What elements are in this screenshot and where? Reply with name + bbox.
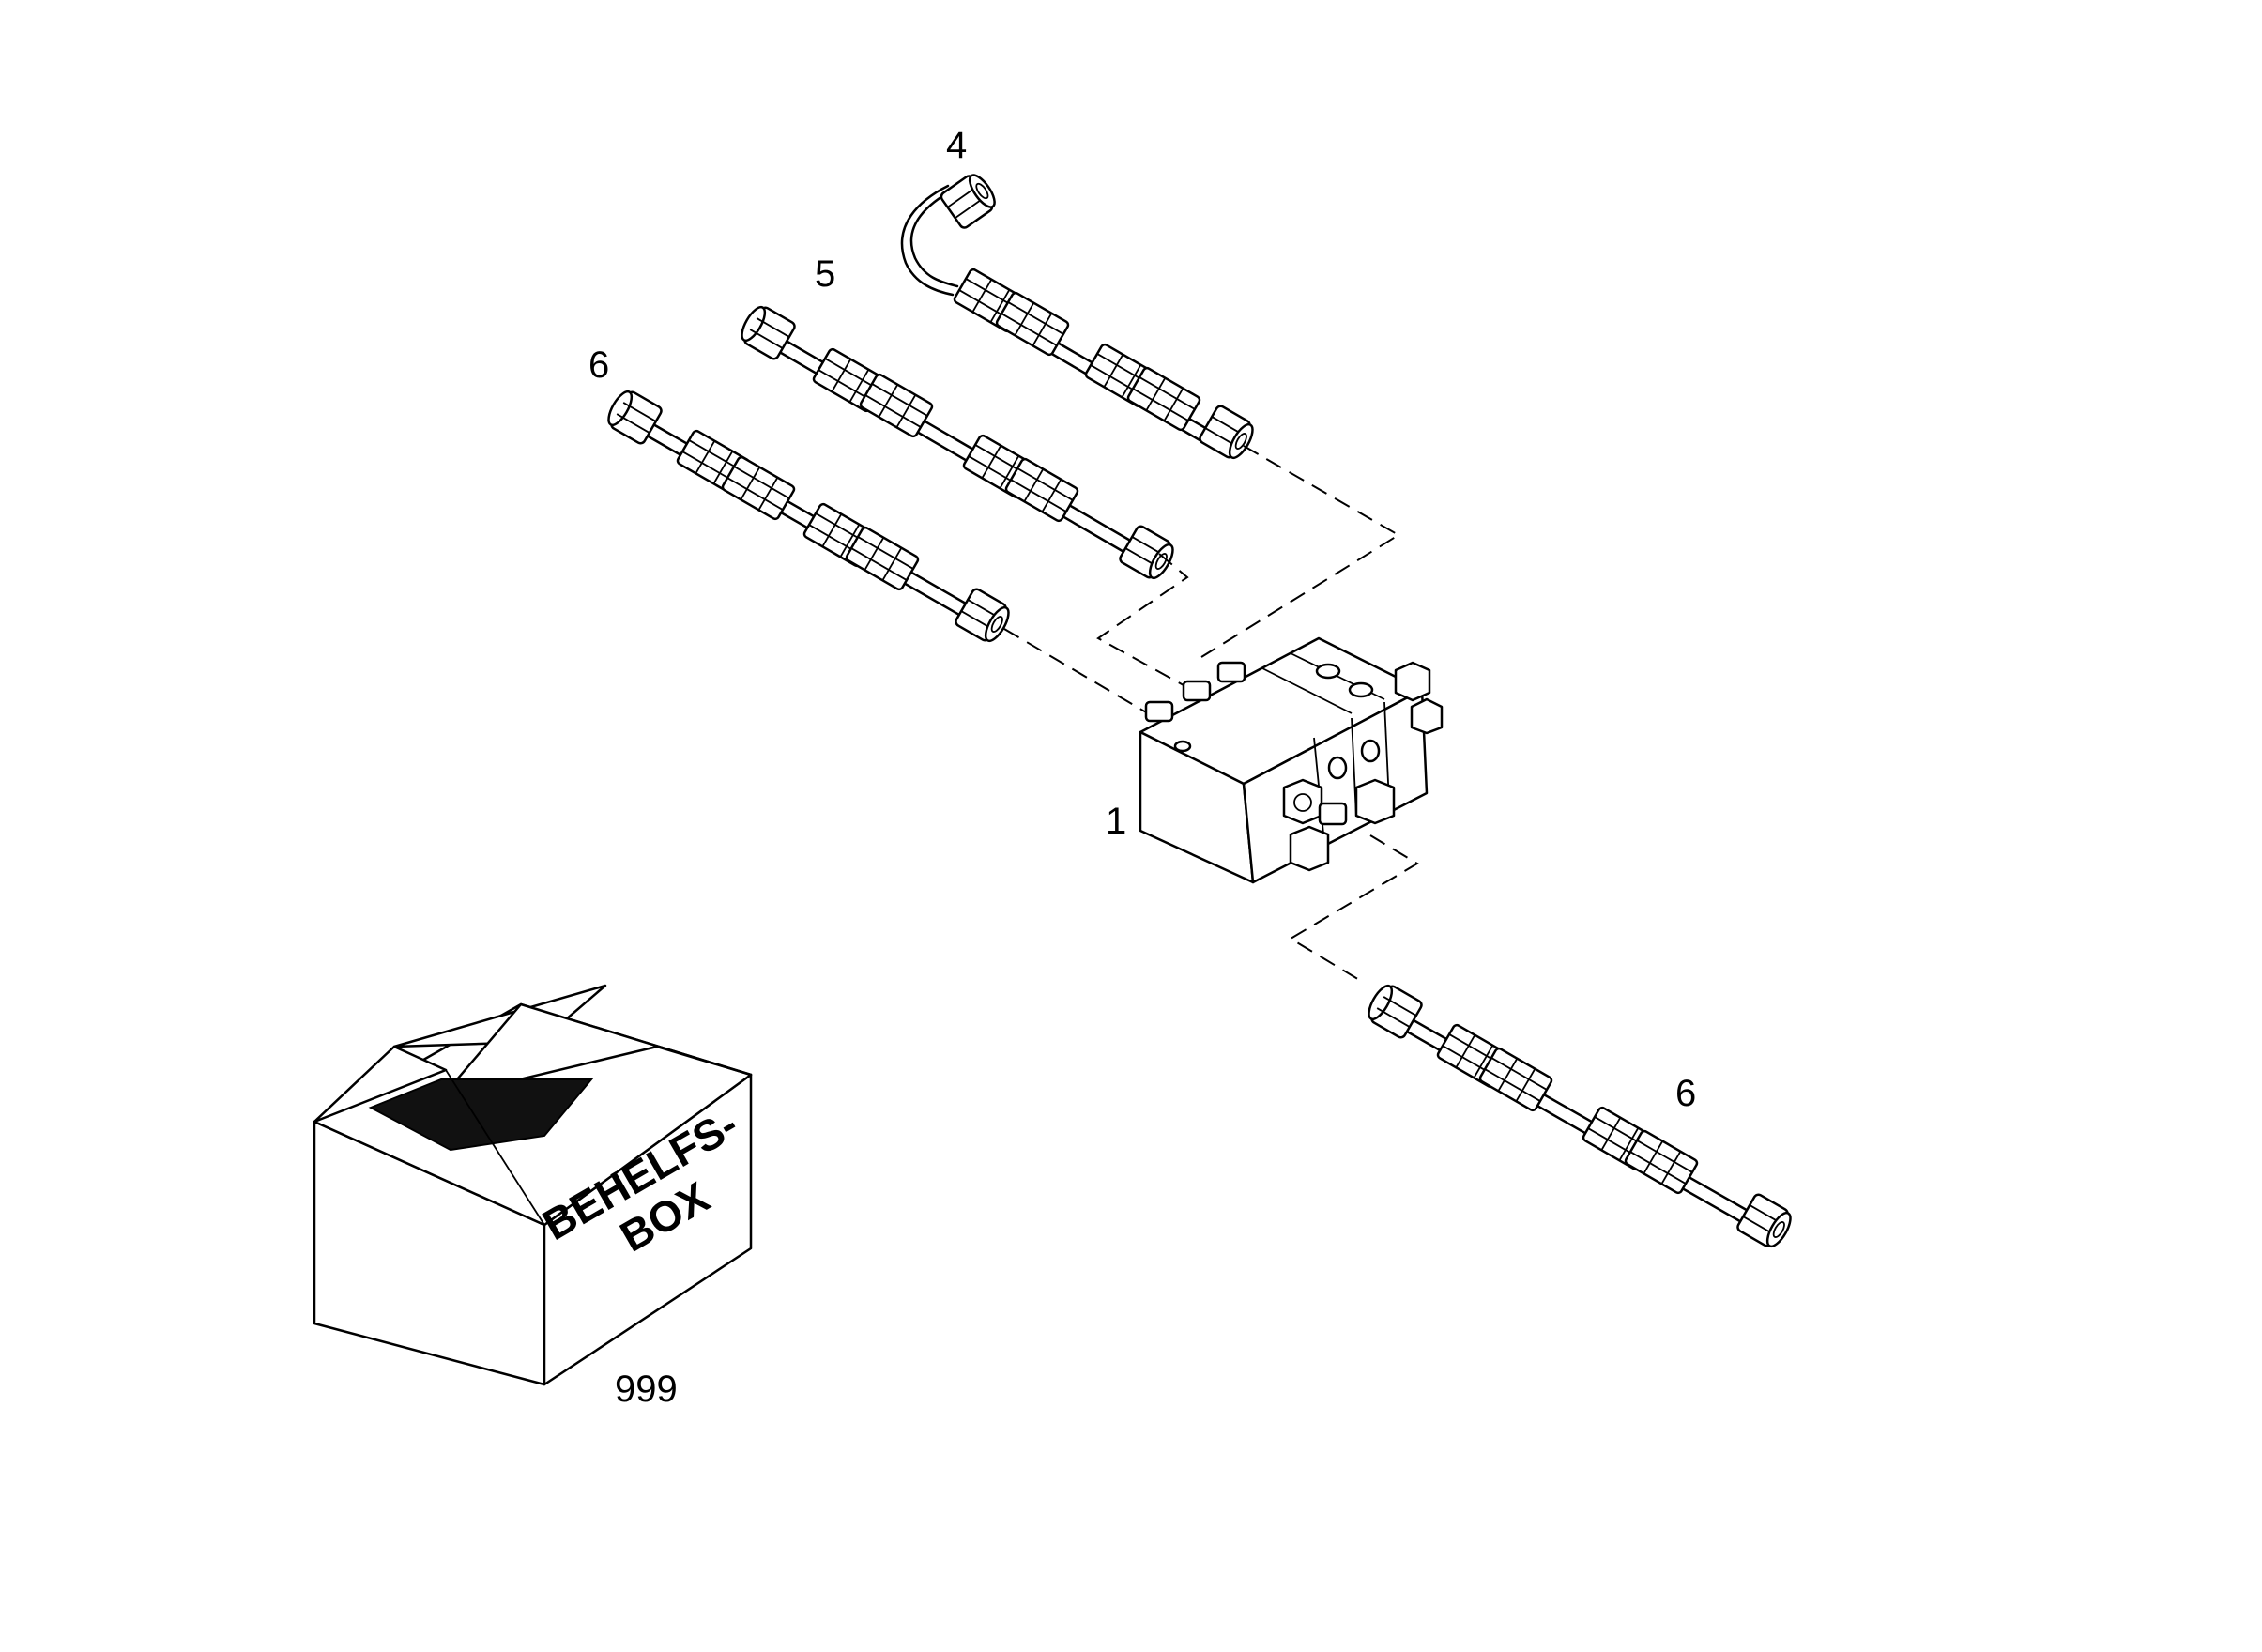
callout-part-4: 4: [946, 125, 967, 166]
callout-part-5: 5: [815, 253, 835, 295]
hose-part-6-lower: [1362, 979, 1797, 1253]
callout-part-1: 1: [1106, 801, 1126, 842]
hose-part-5: [735, 300, 1180, 585]
hose-part-6-upper: [602, 385, 1016, 648]
callout-part-999: 999: [615, 1369, 678, 1410]
behelfs-box-part-999: [313, 984, 753, 1386]
distributor-block-part-1: [1139, 636, 1444, 884]
callout-part-6-lower: 6: [1675, 1073, 1696, 1114]
hose-part-4: [900, 168, 1260, 465]
connection-lines: [1003, 445, 1419, 982]
callout-part-6-upper: 6: [588, 344, 609, 386]
